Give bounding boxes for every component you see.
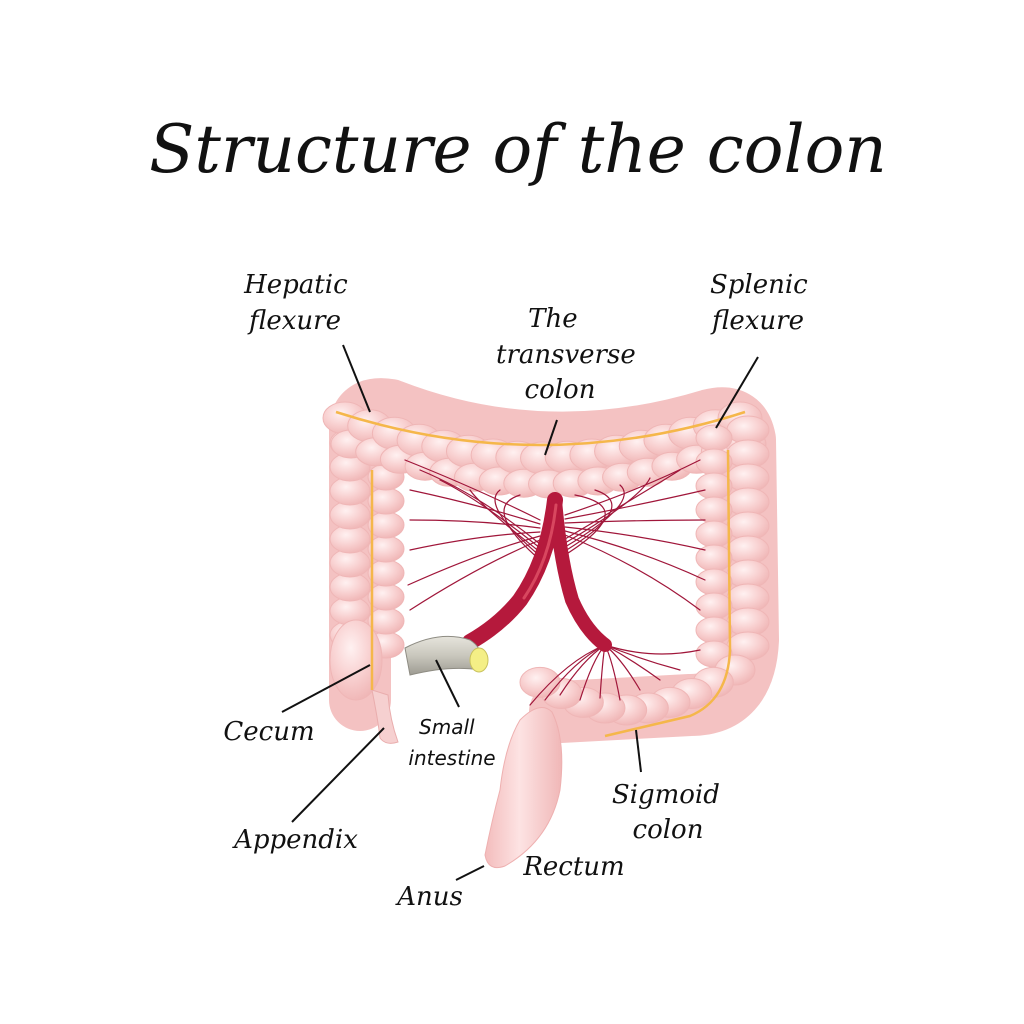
haustrum: [367, 535, 405, 563]
vessel-branch: [529, 644, 606, 706]
vessel-branch: [604, 644, 681, 671]
label-small-intestine: Small intestine: [408, 715, 495, 770]
vessel-branch: [564, 489, 613, 552]
vessel-branch: [409, 539, 541, 611]
vessel-branch: [564, 494, 606, 556]
vessel-branch: [494, 489, 541, 557]
label-splenic-flexure: Splenic flexure: [710, 270, 816, 336]
haustrum: [695, 520, 733, 548]
vessel-branch: [469, 489, 541, 553]
haustrum: [695, 568, 733, 596]
vessel-branch: [564, 530, 706, 581]
vessel-branch: [564, 469, 681, 540]
haustrum: [695, 424, 733, 452]
vessel-branch: [407, 535, 541, 586]
haustrum: [367, 559, 405, 587]
label-anus: Anus: [395, 882, 463, 912]
label-hepatic-flexure: Hepatic flexure: [243, 270, 356, 336]
rectum: [484, 707, 563, 869]
vessel-branch: [564, 459, 701, 516]
haustrum: [695, 496, 733, 524]
label-appendix: Appendix: [232, 825, 358, 855]
mesenteric-artery: [462, 492, 612, 652]
sigmoid-colon-segment: [519, 654, 756, 726]
label-sigmoid-colon: Sigmoid colon: [612, 780, 728, 845]
vessel-branch: [564, 519, 706, 524]
vessel-branch: [604, 644, 701, 655]
label-rectum: Rectum: [522, 852, 624, 882]
small-intestine-opening: [469, 647, 489, 673]
vessel-branch: [409, 519, 541, 529]
haustrum: [695, 592, 733, 620]
label-cecum: Cecum: [223, 717, 314, 747]
haustrum: [695, 472, 733, 500]
vessel-branch: [604, 644, 661, 681]
vessel-branch: [404, 459, 541, 521]
appendix: [371, 689, 399, 744]
taenia-coli: [335, 410, 746, 738]
cecum-bulge: [329, 619, 383, 701]
page-title: Structure of the colon: [149, 111, 887, 188]
descending-colon: [695, 415, 770, 668]
vessel-branch: [409, 489, 541, 525]
vessel-branch: [564, 484, 625, 548]
haustrum: [695, 448, 733, 476]
labels: Hepatic flexure The transverse colon Spl…: [223, 270, 816, 912]
label-transverse-colon: The transverse colon: [496, 304, 644, 405]
vessel-branch: [564, 477, 651, 544]
haustrum: [367, 487, 405, 515]
haustrum: [367, 583, 405, 611]
haustrum: [695, 616, 733, 644]
vessel-branch: [564, 534, 701, 611]
vessel-branch: [503, 494, 541, 561]
haustrum: [367, 511, 405, 539]
vessel-branch: [564, 489, 706, 520]
leader-lines: [281, 344, 759, 881]
mesenteric-branches: [404, 459, 706, 706]
colon: [322, 378, 779, 869]
